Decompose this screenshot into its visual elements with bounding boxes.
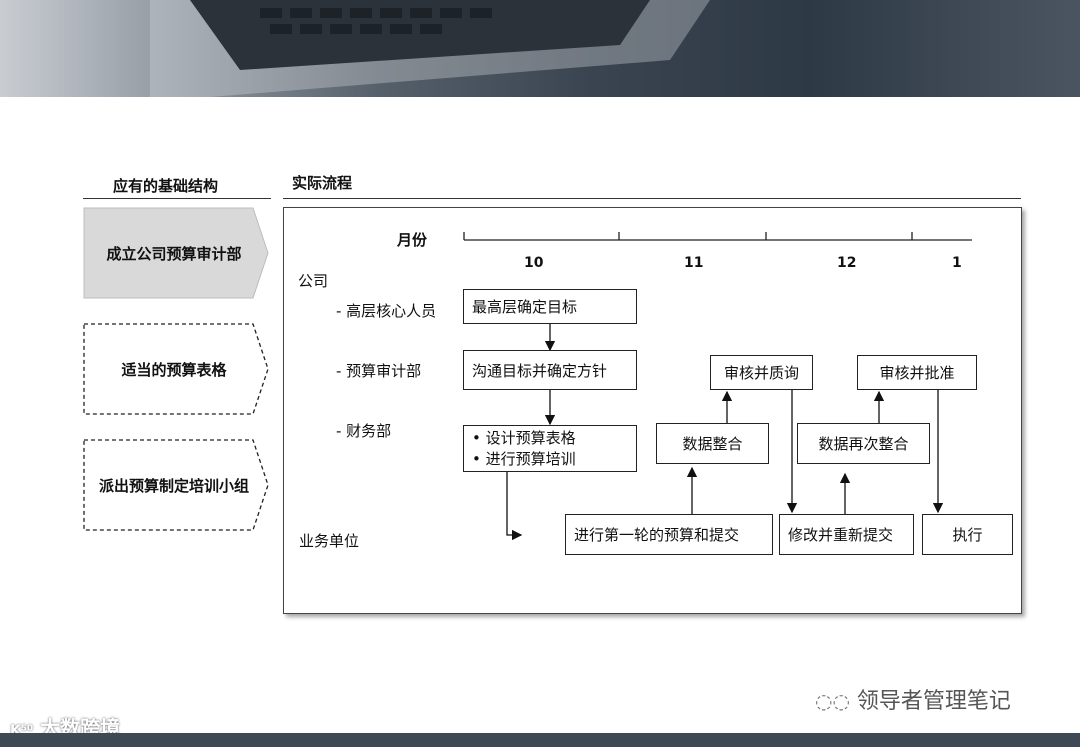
step-bullet: 设计预算表格 — [472, 428, 576, 449]
chevron-shape — [83, 439, 269, 531]
step-label: 进行第一轮的预算和提交 — [574, 526, 740, 544]
structure-item-label: 派出预算制定培训小组 — [98, 476, 249, 495]
laptop-image — [150, 0, 710, 97]
footer-bar — [0, 733, 1080, 747]
step-label: 执行 — [952, 526, 983, 544]
step-label: 数据再次整合 — [818, 435, 909, 453]
step-label: 最高层确定目标 — [472, 298, 578, 316]
step-first-round: 进行第一轮的预算和提交 — [565, 514, 773, 555]
step-label: 审核并质询 — [723, 364, 799, 382]
step-label: 审核并批准 — [879, 364, 955, 382]
process-header: 实际流程 — [292, 174, 353, 192]
chevron-shape — [83, 323, 269, 415]
step-label: 修改并重新提交 — [788, 526, 894, 544]
step-bullet: 进行预算培训 — [472, 449, 576, 470]
step-approve: 审核并批准 — [857, 355, 977, 390]
flow-connectors — [463, 232, 972, 541]
month-label: 1 — [952, 255, 962, 271]
step-review-query: 审核并质询 — [710, 355, 813, 390]
structure-header-rule — [83, 198, 271, 199]
row-label-company: 公司 — [298, 272, 329, 290]
step-design: 设计预算表格 进行预算培训 — [463, 425, 637, 472]
step-set-goal: 最高层确定目标 — [463, 289, 637, 324]
structure-item-audit-dept: 成立公司预算审计部 — [83, 207, 269, 299]
structure-item-budget-form: 适当的预算表格 — [83, 323, 269, 415]
step-execute: 执行 — [922, 514, 1013, 555]
step-bullet-list: 设计预算表格 进行预算培训 — [472, 428, 576, 470]
step-label: 数据整合 — [682, 435, 743, 453]
row-label-finance: - 财务部 — [336, 422, 392, 440]
step-communicate: 沟通目标并确定方针 — [463, 350, 637, 390]
structure-header: 应有的基础结构 — [113, 177, 219, 195]
watermark-right: ◌◌ 领导者管理笔记 — [815, 683, 1011, 715]
chevron-shape — [83, 207, 269, 299]
step-consolidate: 数据整合 — [656, 423, 769, 464]
watermark-right-text: 领导者管理笔记 — [856, 689, 1011, 714]
process-header-rule — [283, 198, 1021, 199]
row-label-senior: - 高层核心人员 — [336, 302, 437, 320]
step-label: 沟通目标并确定方针 — [472, 361, 608, 380]
timeline-title: 月份 — [397, 231, 428, 249]
month-label: 11 — [684, 255, 704, 271]
month-label: 10 — [524, 255, 544, 271]
structure-item-training-team: 派出预算制定培训小组 — [83, 439, 269, 531]
wechat-icon: ◌◌ — [815, 689, 850, 713]
row-label-audit: - 预算审计部 — [336, 362, 422, 380]
structure-item-label: 适当的预算表格 — [121, 360, 227, 379]
row-label-business: 业务单位 — [299, 532, 360, 550]
month-label: 12 — [837, 255, 857, 271]
structure-item-label: 成立公司预算审计部 — [106, 244, 242, 263]
step-reconsolidate: 数据再次整合 — [797, 423, 930, 464]
header-banner-image — [0, 0, 1080, 97]
step-revise: 修改并重新提交 — [779, 514, 914, 555]
